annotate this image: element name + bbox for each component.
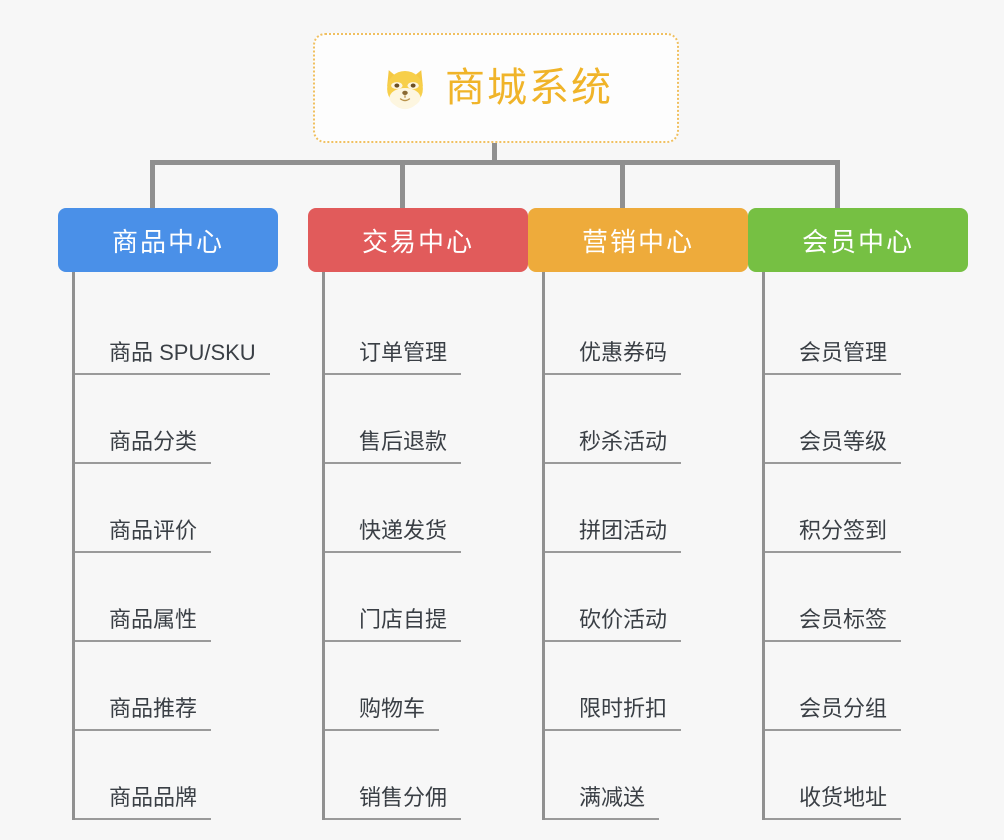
branch-items-1: 商品 SPU/SKU 商品分类 商品评价 商品属性 商品推荐 商品品牌 <box>72 272 278 820</box>
branch-header-4[interactable]: 会员中心 <box>748 208 968 272</box>
connector-drop-2 <box>400 160 405 208</box>
list-item[interactable]: 积分签到 <box>765 464 968 553</box>
list-item[interactable]: 优惠券码 <box>545 286 748 375</box>
list-item[interactable]: 商品 SPU/SKU <box>75 286 278 375</box>
leaf-label: 收货地址 <box>765 787 902 820</box>
connector-root-stem <box>492 143 497 165</box>
leaf-label: 商品品牌 <box>75 787 212 820</box>
shiba-dog-icon <box>379 62 431 114</box>
list-item[interactable]: 会员分组 <box>765 642 968 731</box>
branch-items-3: 优惠券码 秒杀活动 拼团活动 砍价活动 限时折扣 满减送 <box>542 272 748 820</box>
leaf-label: 砍价活动 <box>545 609 682 642</box>
leaf-label: 会员等级 <box>765 431 902 464</box>
list-item[interactable]: 会员等级 <box>765 375 968 464</box>
list-item[interactable]: 拼团活动 <box>545 464 748 553</box>
list-item[interactable]: 商品推荐 <box>75 642 278 731</box>
branch-items-4: 会员管理 会员等级 积分签到 会员标签 会员分组 收货地址 <box>762 272 968 820</box>
leaf-label: 满减送 <box>545 787 660 820</box>
leaf-label: 拼团活动 <box>545 520 682 553</box>
leaf-label: 售后退款 <box>325 431 462 464</box>
leaf-label: 积分签到 <box>765 520 902 553</box>
branch-header-3[interactable]: 营销中心 <box>528 208 748 272</box>
branch-column-2: 交易中心 订单管理 售后退款 快递发货 门店自提 购物车 销售分佣 <box>308 208 528 820</box>
list-item[interactable]: 限时折扣 <box>545 642 748 731</box>
leaf-label: 优惠券码 <box>545 342 682 375</box>
leaf-label: 商品属性 <box>75 609 212 642</box>
leaf-label: 商品推荐 <box>75 698 212 731</box>
root-title: 商城系统 <box>445 66 613 110</box>
list-item[interactable]: 快递发货 <box>325 464 528 553</box>
branch-column-1: 商品中心 商品 SPU/SKU 商品分类 商品评价 商品属性 商品推荐 商品品牌 <box>58 208 278 820</box>
branch-header-2[interactable]: 交易中心 <box>308 208 528 272</box>
list-item[interactable]: 购物车 <box>325 642 528 731</box>
connector-drop-3 <box>620 160 625 208</box>
list-item[interactable]: 售后退款 <box>325 375 528 464</box>
list-item[interactable]: 销售分佣 <box>325 731 528 820</box>
leaf-label: 购物车 <box>325 698 440 731</box>
branch-header-1[interactable]: 商品中心 <box>58 208 278 272</box>
branch-items-2: 订单管理 售后退款 快递发货 门店自提 购物车 销售分佣 <box>322 272 528 820</box>
root-node[interactable]: 商城系统 <box>313 33 679 143</box>
leaf-label: 会员管理 <box>765 342 902 375</box>
list-item[interactable]: 门店自提 <box>325 553 528 642</box>
leaf-label: 销售分佣 <box>325 787 462 820</box>
branch-column-4: 会员中心 会员管理 会员等级 积分签到 会员标签 会员分组 收货地址 <box>748 208 968 820</box>
leaf-label: 订单管理 <box>325 342 462 375</box>
leaf-label: 快递发货 <box>325 520 462 553</box>
list-item[interactable]: 商品品牌 <box>75 731 278 820</box>
list-item[interactable]: 秒杀活动 <box>545 375 748 464</box>
connector-drop-4 <box>835 160 840 208</box>
leaf-label: 商品分类 <box>75 431 212 464</box>
list-item[interactable]: 满减送 <box>545 731 748 820</box>
list-item[interactable]: 会员标签 <box>765 553 968 642</box>
leaf-label: 秒杀活动 <box>545 431 682 464</box>
list-item[interactable]: 商品分类 <box>75 375 278 464</box>
leaf-label: 商品评价 <box>75 520 212 553</box>
connector-horizontal-bus <box>150 160 840 165</box>
list-item[interactable]: 砍价活动 <box>545 553 748 642</box>
leaf-label: 门店自提 <box>325 609 462 642</box>
list-item[interactable]: 收货地址 <box>765 731 968 820</box>
leaf-label: 商品 SPU/SKU <box>75 342 270 375</box>
list-item[interactable]: 订单管理 <box>325 286 528 375</box>
list-item[interactable]: 商品评价 <box>75 464 278 553</box>
list-item[interactable]: 会员管理 <box>765 286 968 375</box>
leaf-label: 会员标签 <box>765 609 902 642</box>
connector-drop-1 <box>150 160 155 208</box>
list-item[interactable]: 商品属性 <box>75 553 278 642</box>
leaf-label: 会员分组 <box>765 698 902 731</box>
leaf-label: 限时折扣 <box>545 698 682 731</box>
branch-column-3: 营销中心 优惠券码 秒杀活动 拼团活动 砍价活动 限时折扣 满减送 <box>528 208 748 820</box>
